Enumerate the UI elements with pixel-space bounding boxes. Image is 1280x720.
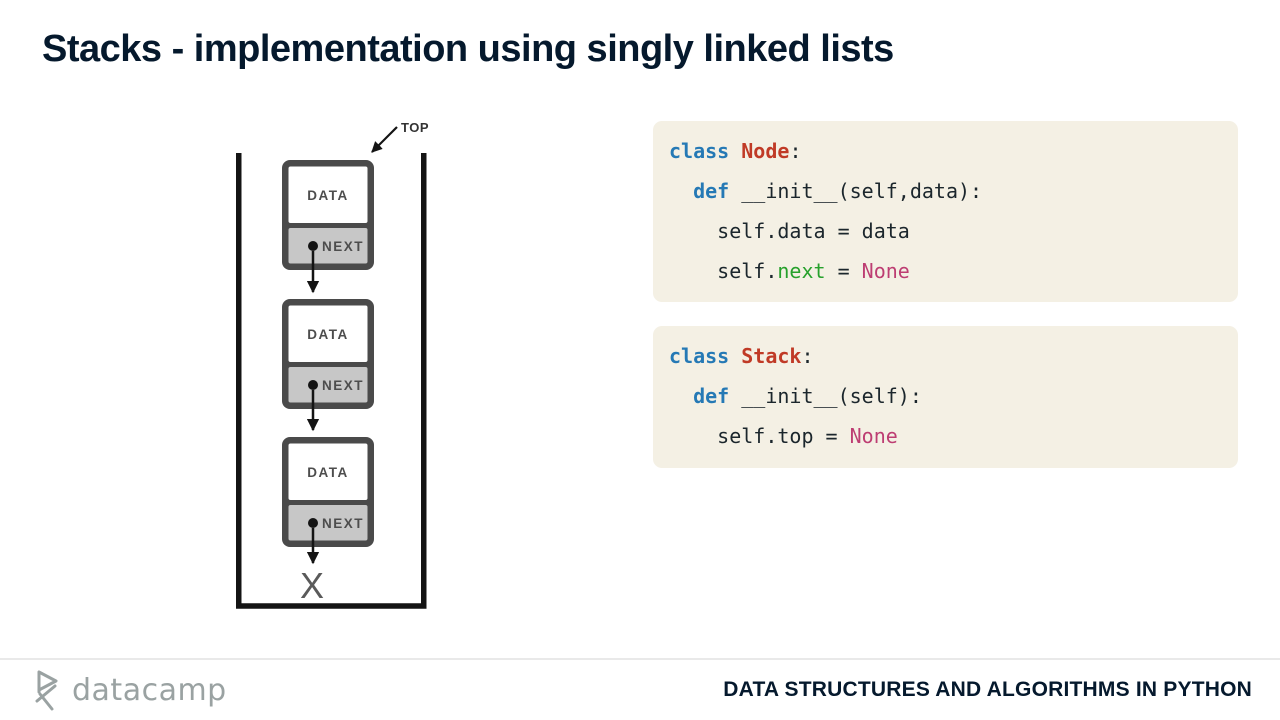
code-line: class Stack:	[669, 336, 1222, 376]
code-token	[729, 344, 741, 368]
next-label: NEXT	[322, 239, 364, 254]
node-next-section	[288, 228, 368, 264]
node-1: DATA NEXT	[282, 160, 374, 270]
code-token: self.	[669, 259, 778, 283]
code-token: :	[789, 139, 802, 163]
page-title: Stacks - implementation using singly lin…	[42, 28, 894, 70]
code-token	[669, 384, 693, 408]
code-token: Node	[741, 139, 790, 163]
next-pointer-dot	[308, 241, 318, 251]
code-token: Stack	[741, 344, 802, 368]
next-pointer-dot	[308, 518, 318, 528]
code-token: __init__(self):	[729, 384, 922, 408]
node-next-section	[288, 367, 368, 403]
code-block-stack-class: class Stack: def __init__(self): self.to…	[653, 326, 1238, 468]
top-pointer-label: TOP	[401, 120, 429, 135]
code-token	[729, 139, 741, 163]
code-token: :	[801, 344, 814, 368]
code-token: next	[777, 259, 826, 283]
next-label: NEXT	[322, 378, 364, 393]
next-pointer-dot	[308, 380, 318, 390]
code-token: def	[693, 384, 730, 408]
datacamp-wordmark: datacamp	[72, 672, 227, 708]
stack-diagram: TOP DATA NEXT DATA NEXT DATA	[236, 120, 429, 609]
code-line: self.next = None	[669, 251, 1222, 291]
code-line: def __init__(self):	[669, 376, 1222, 416]
code-token: def	[693, 179, 730, 203]
code-token: __init__(self,data):	[729, 179, 983, 203]
code-line: self.data = data	[669, 211, 1222, 251]
top-pointer-arrow	[371, 126, 398, 153]
code-token: None	[861, 259, 910, 283]
data-label: DATA	[307, 465, 349, 480]
footer: datacamp DATA STRUCTURES AND ALGORITHMS …	[0, 658, 1280, 720]
code-token: self.data = data	[669, 219, 910, 243]
code-token: =	[825, 259, 862, 283]
datacamp-logo: datacamp	[28, 668, 227, 712]
code-block-node-class: class Node: def __init__(self,data): sel…	[653, 121, 1238, 302]
code-token: None	[849, 424, 898, 448]
course-title: DATA STRUCTURES AND ALGORITHMS IN PYTHON	[723, 678, 1252, 701]
node-data-section	[288, 443, 368, 500]
null-marker: X	[300, 565, 324, 606]
node-data-section	[288, 166, 368, 223]
code-line: self.top = None	[669, 416, 1222, 456]
node-3: DATA NEXT	[282, 437, 374, 547]
data-label: DATA	[307, 188, 349, 203]
node-2: DATA NEXT	[282, 299, 374, 409]
code-token: class	[669, 139, 730, 163]
data-label: DATA	[307, 327, 349, 342]
code-line: def __init__(self,data):	[669, 171, 1222, 211]
code-token: class	[669, 344, 730, 368]
next-label: NEXT	[322, 516, 364, 531]
code-token: self.top =	[669, 424, 850, 448]
code-token	[669, 179, 693, 203]
node-next-section	[288, 505, 368, 541]
datacamp-logo-icon	[35, 670, 58, 711]
stack-container	[236, 153, 427, 609]
code-line: class Node:	[669, 131, 1222, 171]
node-data-section	[288, 305, 368, 362]
